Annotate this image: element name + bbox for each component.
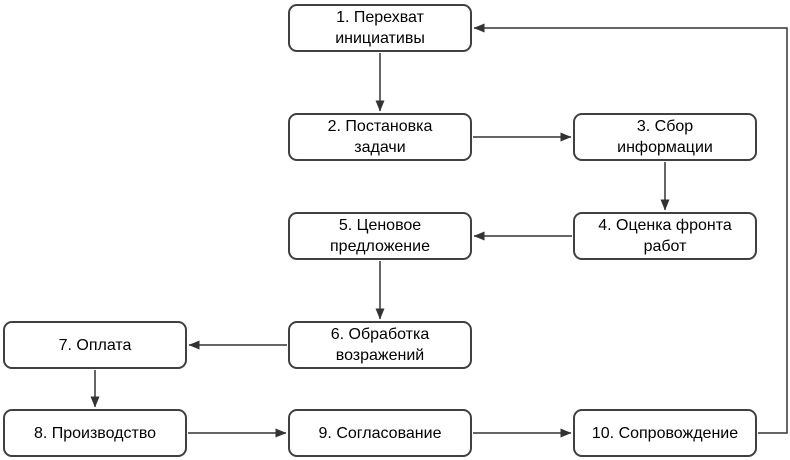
- flow-node-6: 6. Обработка возражений: [288, 321, 472, 369]
- flow-node-label: 10. Сопровождение: [591, 424, 739, 442]
- flow-node-5: 5. Ценовое предложение: [288, 212, 472, 260]
- flow-node-label: работ: [643, 238, 687, 255]
- flow-node-label: информации: [617, 139, 713, 156]
- flow-node-2: 2. Постановка задачи: [288, 113, 472, 161]
- flow-node-4: 4. Оценка фронта работ: [573, 212, 757, 260]
- flow-node-7: 7. Оплата: [3, 321, 187, 369]
- flow-node-label: возражений: [335, 347, 425, 364]
- flow-node-10: 10. Сопровождение: [573, 409, 757, 457]
- flow-node-label: предложение: [330, 238, 430, 255]
- flow-node-label: 5. Ценовое: [338, 217, 422, 234]
- flow-node-3: 3. Сбор информации: [573, 113, 757, 161]
- flow-node-label: 1. Перехват: [336, 9, 424, 26]
- flow-node-label: 6. Обработка: [330, 326, 430, 343]
- flow-node-1: 1. Перехват инициативы: [288, 4, 472, 52]
- flow-node-label: 2. Постановка: [327, 118, 433, 135]
- flow-node-label: инициативы: [335, 30, 425, 47]
- flow-node-label: задачи: [354, 139, 406, 156]
- flow-node-label: 8. Производство: [33, 424, 157, 442]
- flow-node-label: 4. Оценка фронта: [598, 217, 732, 234]
- flow-node-label: 3. Сбор: [636, 118, 694, 135]
- flow-node-9: 9. Согласование: [288, 409, 472, 457]
- flow-node-8: 8. Производство: [3, 409, 187, 457]
- flow-node-label: 9. Согласование: [318, 424, 442, 442]
- flow-node-label: 7. Оплата: [58, 336, 132, 354]
